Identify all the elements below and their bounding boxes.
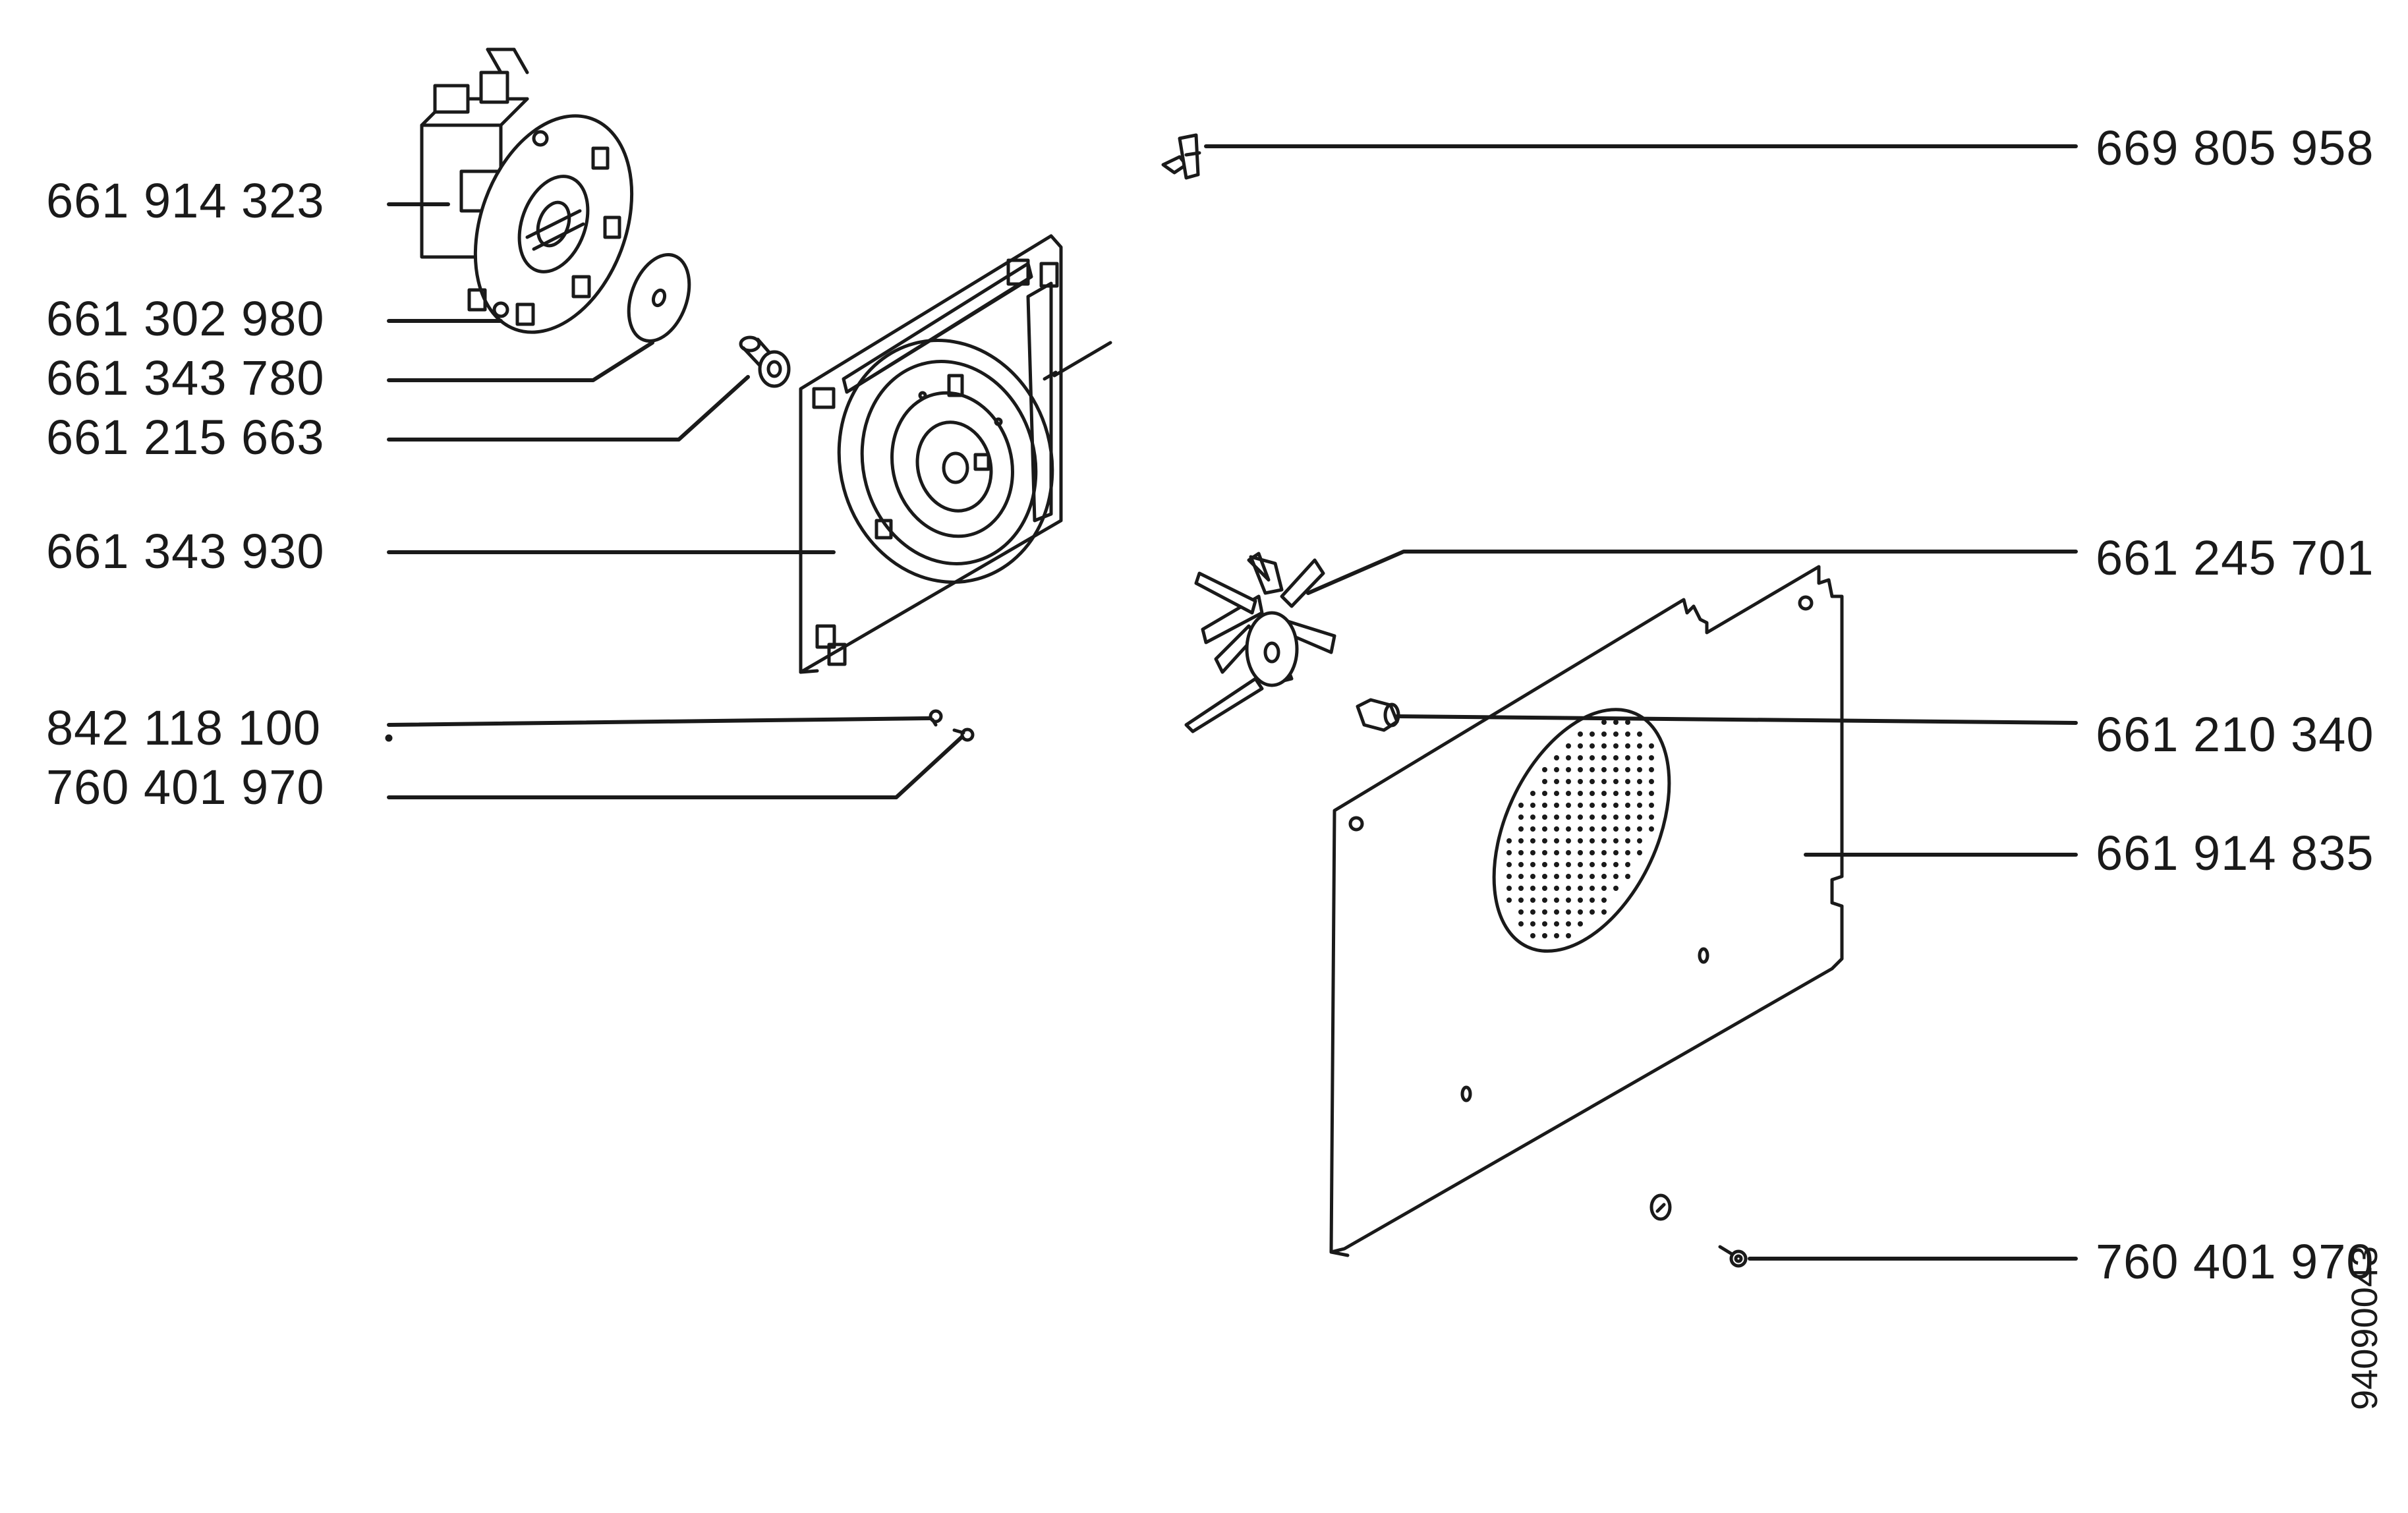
screw-left	[952, 728, 975, 742]
part-number-washer: 661 343 780	[46, 351, 325, 405]
part-number-mounting-plate: 661 343 930	[46, 524, 325, 579]
part-number-fan-nut: 661 210 340	[2096, 707, 2374, 762]
part-number-clip: 669 805 958	[2096, 121, 2374, 175]
part-number-rear-panel: 661 914 835	[2096, 826, 2374, 880]
fan-nut	[1356, 698, 1400, 732]
part-number-fan-wheel: 661 245 701	[2096, 530, 2374, 585]
fan-motor-assembly	[420, 47, 634, 334]
motor-mounting-plate	[799, 234, 1112, 674]
clip	[1161, 133, 1201, 180]
fan-wheel	[1184, 552, 1336, 733]
leader-dot	[385, 734, 393, 742]
screw-right	[1718, 1245, 1748, 1268]
part-number-screw-right: 760 401 970	[2096, 1234, 2374, 1289]
leader-lines	[387, 144, 2078, 1261]
grille-perforations	[1506, 720, 1654, 938]
drawing-number: 94090043	[2343, 1245, 2385, 1410]
washer	[627, 253, 691, 343]
bushing	[739, 335, 791, 388]
part-number-flange-gasket: 661 302 980	[46, 291, 325, 346]
rear-panel	[1329, 565, 1844, 1257]
part-number-screw-left: 760 401 970	[46, 760, 325, 814]
part-number-motor: 661 914 323	[46, 173, 325, 228]
part-number-pin: 842 118 100	[46, 700, 322, 755]
part-number-bushing: 661 215 663	[46, 410, 325, 465]
